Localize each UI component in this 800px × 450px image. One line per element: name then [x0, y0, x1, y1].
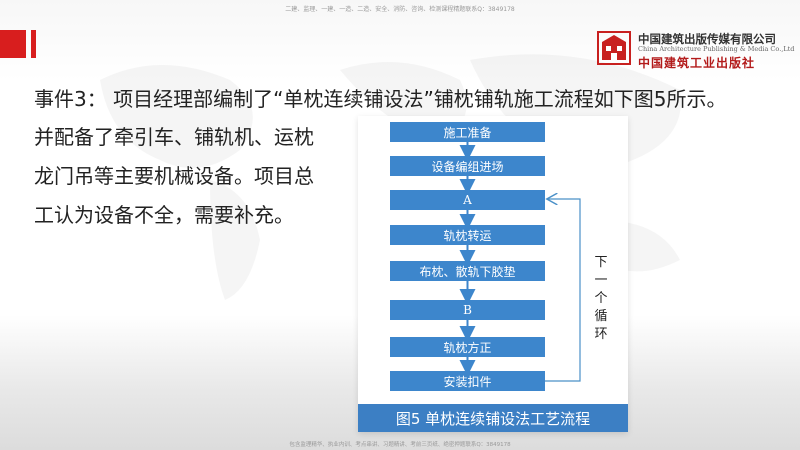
publisher-name-en: China Architecture Publishing & Media Co…	[638, 45, 795, 53]
flow-step-fasteners: 安装扣件	[390, 371, 545, 391]
publisher-brand-cn: 中国建筑工业出版社	[638, 56, 756, 70]
figure-caption: 图5 单枕连续铺设法工艺流程	[358, 404, 628, 432]
publisher-name-cn: 中国建筑出版传媒有限公司	[638, 32, 776, 46]
flow-step-square-sleepers: 轨枕方正	[390, 337, 545, 357]
body-text-line: 并配备了牵引车、铺轨机、运枕	[34, 125, 314, 149]
flow-step-lay-sleepers: 布枕、散轨下胶垫	[390, 261, 545, 281]
flow-step-a: A	[390, 190, 545, 210]
body-text-line: 工认为设备不全，需要补充。	[34, 203, 294, 227]
bottom-note: 包含监理精华、执业内训、考点串讲、习题精讲、考前三页纸、绝密押题联系Q：3849…	[289, 442, 511, 448]
flow-step-b: B	[390, 300, 545, 320]
red-accent-block	[0, 30, 26, 58]
loop-label: 下一个循环	[594, 255, 608, 342]
flow-step-equipment-entry: 设备编组进场	[390, 156, 545, 176]
event-heading: 事件3： 项目经理部编制了“单枕连续铺设法”铺枕铺轨施工流程如下图5所示。	[34, 87, 727, 111]
top-note: 二建、监理、一建、一造、二造、安全、消防、咨询、检测课程精题联系Q：384917…	[285, 6, 515, 13]
flow-step-sleeper-transfer: 轨枕转运	[390, 225, 545, 245]
red-accent-stripe	[31, 30, 36, 58]
building-logo-icon	[597, 31, 631, 65]
body-text-line: 龙门吊等主要机械设备。项目总	[34, 164, 314, 188]
publisher-logo: 中国建筑出版传媒有限公司 China Architecture Publishi…	[596, 30, 796, 70]
flow-step-prepare: 施工准备	[390, 122, 545, 142]
